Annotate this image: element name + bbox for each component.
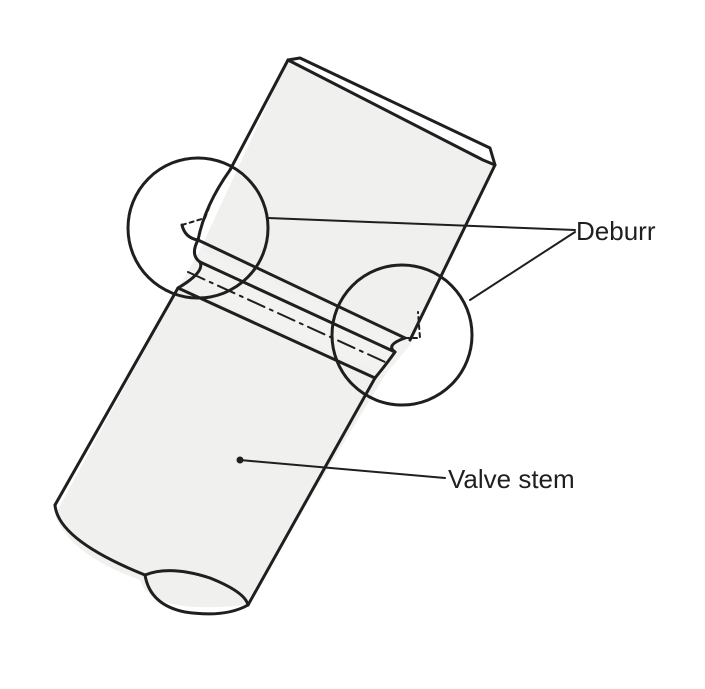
valve-stem-leader-dot bbox=[236, 456, 244, 464]
leader-lines bbox=[236, 217, 576, 479]
deburr-circles bbox=[126, 156, 474, 407]
lower-stem-outline bbox=[53, 286, 377, 616]
deburr-leader-left bbox=[267, 217, 576, 231]
deburr-circle-left bbox=[126, 156, 270, 300]
stem-top-face bbox=[286, 56, 497, 167]
valve-stem-body bbox=[55, 60, 495, 608]
valve-stem-label: Valve stem bbox=[448, 464, 575, 494]
deburr-label: Deburr bbox=[576, 216, 656, 246]
upper-stem-outline bbox=[196, 58, 497, 342]
valve-stem-leader bbox=[239, 459, 446, 479]
keeper-groove bbox=[176, 199, 422, 380]
deburr-circle-right bbox=[330, 263, 474, 407]
deburr-leader-right bbox=[469, 231, 576, 301]
